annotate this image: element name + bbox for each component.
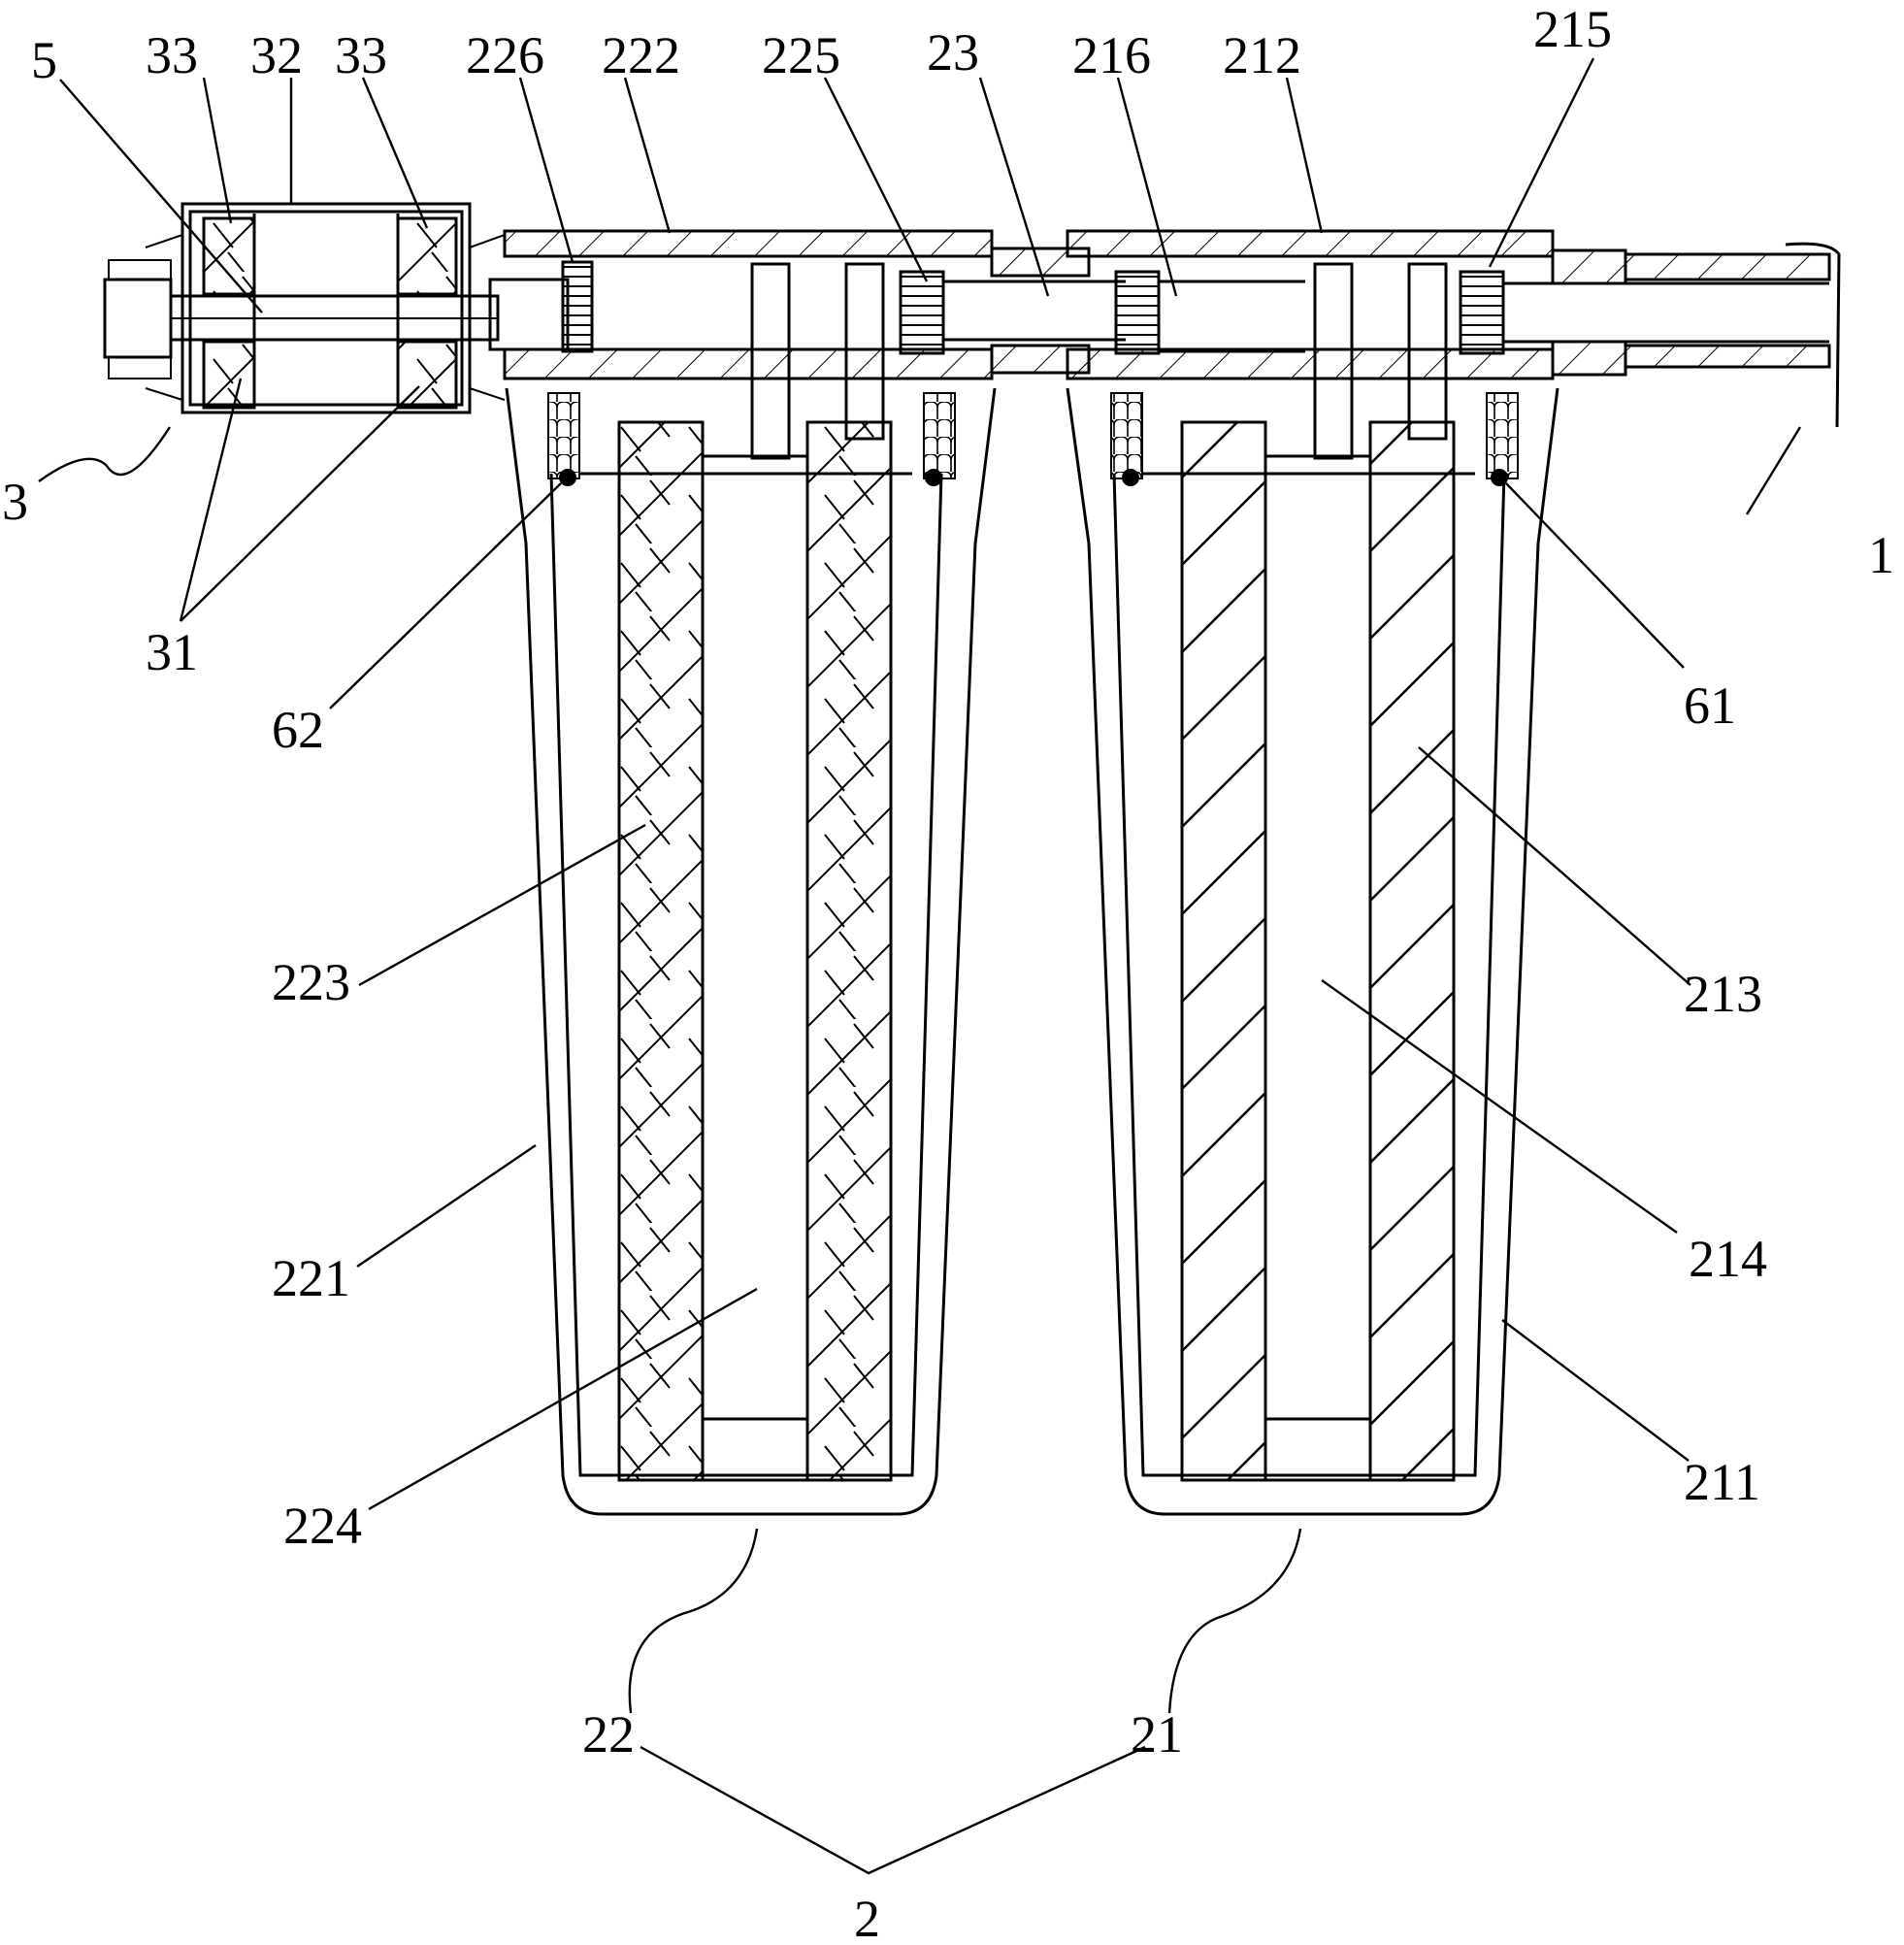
label-23: 23	[927, 23, 979, 82]
label-1: 1	[1868, 526, 1894, 584]
filter-22	[505, 262, 997, 1516]
label-61: 61	[1684, 676, 1736, 735]
label-33-left: 33	[146, 26, 198, 84]
label-226: 226	[466, 26, 544, 84]
label-223: 223	[272, 953, 350, 1011]
label-211: 211	[1684, 1453, 1760, 1511]
label-21: 21	[1131, 1705, 1183, 1764]
label-222: 222	[602, 26, 680, 84]
filter-21	[1066, 262, 1559, 1516]
label-212: 212	[1223, 26, 1301, 84]
leader-lines	[38, 57, 1802, 1875]
label-224: 224	[283, 1497, 362, 1555]
label-62: 62	[272, 701, 324, 759]
solenoid-valve	[103, 202, 506, 414]
label-213: 213	[1684, 965, 1762, 1023]
label-22: 22	[582, 1705, 635, 1764]
label-5: 5	[31, 31, 57, 89]
label-31: 31	[146, 623, 198, 681]
label-215: 215	[1533, 0, 1612, 58]
label-3: 3	[2, 473, 28, 531]
label-214: 214	[1689, 1230, 1767, 1288]
label-221: 221	[272, 1249, 350, 1307]
label-225: 225	[762, 26, 840, 84]
top-manifold	[488, 229, 1841, 428]
label-216: 216	[1072, 26, 1151, 84]
label-2: 2	[854, 1890, 880, 1945]
label-33-right: 33	[335, 26, 387, 84]
label-32: 32	[250, 26, 303, 84]
